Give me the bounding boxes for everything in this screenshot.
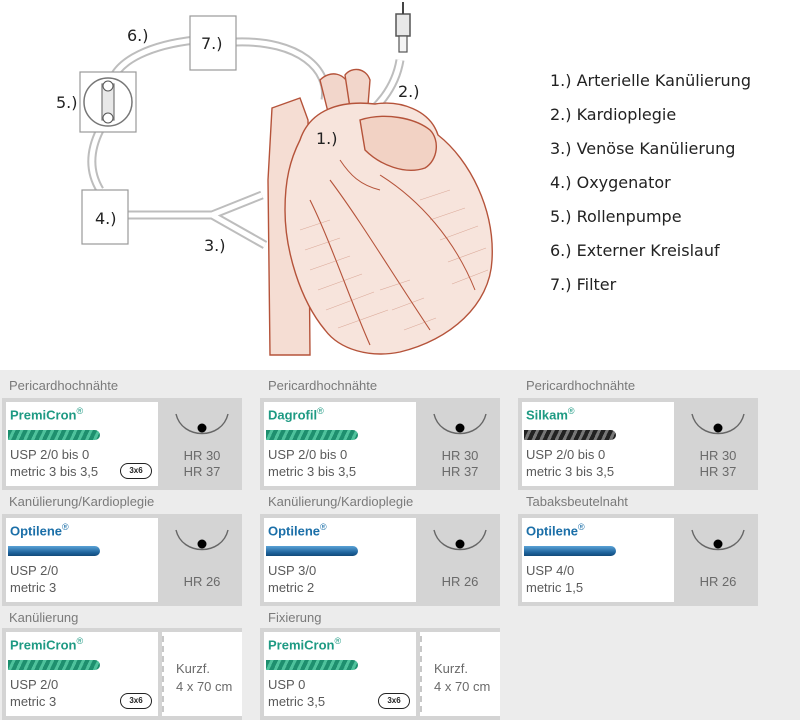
divider bbox=[420, 636, 422, 712]
legend-item: 3.) Venöse Kanülierung bbox=[550, 139, 736, 158]
needle-curved-icon bbox=[691, 413, 745, 435]
roller-pump-icon bbox=[79, 71, 137, 133]
heart-hatching bbox=[299, 189, 489, 331]
section-title: Kanülierung/Kardioplegie bbox=[9, 494, 155, 509]
thread-swatch bbox=[266, 546, 358, 556]
heart-lung-machine-illustration: 6.) 7.) 5.) 4.) 3.) 1.) 2.) 1.) Arteriel… bbox=[0, 0, 800, 370]
product-name: Optilene® bbox=[268, 522, 327, 539]
oxygenator-box bbox=[81, 189, 129, 245]
thread-swatch bbox=[8, 660, 100, 670]
legend-item: 6.) Externer Kreislauf bbox=[550, 241, 720, 260]
pack-badge: 3x6 bbox=[120, 693, 152, 709]
needle-size: HR 26 bbox=[699, 574, 737, 589]
legend-item: 1.) Arterielle Kanülierung bbox=[550, 71, 751, 90]
section-title: Tabaksbeutelnaht bbox=[526, 494, 628, 509]
section-title: Pericardhochnähte bbox=[9, 378, 119, 393]
needle-curved-icon bbox=[433, 413, 487, 435]
needle-curved-icon bbox=[691, 529, 745, 551]
product-name: Silkam® bbox=[526, 406, 575, 423]
needle-size: HR 26 bbox=[183, 574, 221, 589]
filter-box bbox=[189, 15, 237, 71]
thread-swatch bbox=[8, 430, 100, 440]
section-title: Kanülierung/Kardioplegie bbox=[268, 494, 414, 509]
needle-curved-icon bbox=[175, 529, 229, 551]
thread-swatch bbox=[8, 546, 100, 556]
thread-swatch bbox=[524, 546, 616, 556]
product-name: Optilene® bbox=[526, 522, 585, 539]
needle-curved-icon bbox=[175, 413, 229, 435]
section-title: Pericardhochnähte bbox=[526, 378, 636, 393]
pack-badge: 3x6 bbox=[120, 463, 152, 479]
pack-badge: 3x6 bbox=[378, 693, 410, 709]
legend-item: 5.) Rollenpumpe bbox=[550, 207, 682, 226]
needle-curved-icon bbox=[433, 529, 487, 551]
label-5: 5.) bbox=[56, 93, 78, 112]
legend-list: 1.) Arterielle Kanülierung 2.) Kardiople… bbox=[550, 70, 751, 308]
divider bbox=[162, 636, 164, 712]
label-4: 4.) bbox=[95, 209, 117, 228]
label-2: 2.) bbox=[398, 82, 420, 101]
circuit-diagram bbox=[79, 2, 493, 356]
section-title: Kanülierung bbox=[9, 610, 79, 625]
label-6: 6.) bbox=[127, 26, 149, 45]
legend-item: 2.) Kardioplegie bbox=[550, 105, 677, 124]
connector-icon bbox=[395, 2, 411, 53]
needle-size: HR 26 bbox=[441, 574, 479, 589]
label-7: 7.) bbox=[201, 34, 223, 53]
short-thread-info: Kurzf.4 x 70 cm bbox=[434, 661, 491, 694]
section-title: Pericardhochnähte bbox=[268, 378, 378, 393]
legend-item: 7.) Filter bbox=[550, 275, 617, 294]
legend-item: 4.) Oxygenator bbox=[550, 173, 671, 192]
thread-swatch bbox=[524, 430, 616, 440]
product-name: PremiCron® bbox=[10, 636, 84, 653]
label-3: 3.) bbox=[204, 236, 226, 255]
thread-swatch bbox=[266, 660, 358, 670]
section-title: Fixierung bbox=[268, 610, 322, 625]
label-1: 1.) bbox=[316, 129, 338, 148]
product-name: Dagrofil® bbox=[268, 406, 324, 423]
heart-sketch bbox=[267, 68, 493, 356]
product-name: PremiCron® bbox=[268, 636, 342, 653]
short-thread-info: Kurzf.4 x 70 cm bbox=[176, 661, 233, 694]
product-name: PremiCron® bbox=[10, 406, 84, 423]
thread-swatch bbox=[266, 430, 358, 440]
product-name: Optilene® bbox=[10, 522, 69, 539]
